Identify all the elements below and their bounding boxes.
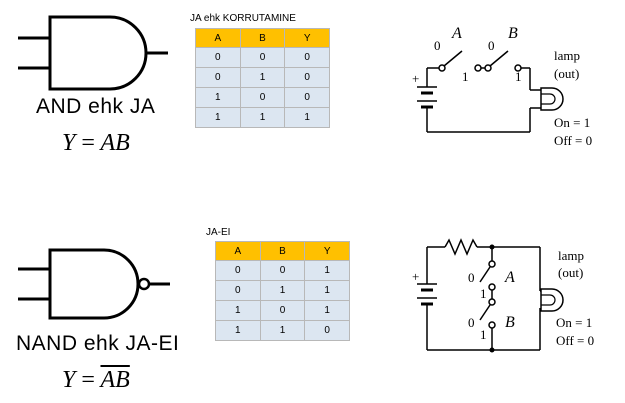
switch-a-pos-1: 1 xyxy=(462,69,469,84)
inverter-bubble xyxy=(137,277,151,291)
lamp-out-label: (out) xyxy=(558,265,583,280)
cell: 0 xyxy=(195,67,241,88)
cell: 0 xyxy=(259,300,306,321)
off-text: Off = 0 xyxy=(556,333,594,348)
off-text: Off = 0 xyxy=(554,133,592,148)
cell: 1 xyxy=(215,300,261,321)
cell: 1 xyxy=(304,280,350,301)
nand-formula: Y = AB xyxy=(62,367,130,393)
cell: 1 xyxy=(195,87,241,108)
switch-a-pos-0: 0 xyxy=(468,270,475,285)
switch-a-pos-0: 0 xyxy=(434,38,441,53)
cell: 0 xyxy=(284,67,330,88)
and-formula: Y = AB xyxy=(62,130,130,156)
and-gate-label: AND ehk JA xyxy=(36,95,156,118)
battery-plus: + xyxy=(412,71,419,86)
cell: 0 xyxy=(215,280,261,301)
and-table-title: JA ehk KORRUTAMINE xyxy=(190,13,296,24)
col-header-b: B xyxy=(259,241,306,261)
cell: 0 xyxy=(259,260,306,281)
col-header-y: Y xyxy=(304,241,350,261)
col-header-a: A xyxy=(195,28,241,48)
cell: 1 xyxy=(215,320,261,341)
cell: 0 xyxy=(215,260,261,281)
col-header-y: Y xyxy=(284,28,330,48)
switch-b-label: B xyxy=(505,314,515,331)
switch-b-pos-0: 0 xyxy=(488,38,495,53)
cell: 1 xyxy=(259,280,306,301)
lamp-icon xyxy=(540,288,564,312)
nand-gate-symbol xyxy=(18,248,170,320)
cell: 1 xyxy=(239,107,286,128)
nand-gate-label: NAND ehk JA-EI xyxy=(16,332,180,355)
cell: 0 xyxy=(284,87,330,108)
lamp-out-label: (out) xyxy=(554,66,579,81)
on-text: On = 1 xyxy=(556,315,592,330)
switch-a-pos-1: 1 xyxy=(480,286,487,301)
resistor-icon xyxy=(444,238,478,256)
cell: 0 xyxy=(239,87,286,108)
nand-table-title: JA-EI xyxy=(206,227,231,238)
col-header-a: A xyxy=(215,241,261,261)
cell: 1 xyxy=(239,67,286,88)
cell: 1 xyxy=(284,107,330,128)
switch-a-label: A xyxy=(504,269,515,286)
lamp-label: lamp xyxy=(558,248,584,263)
cell: 1 xyxy=(304,300,350,321)
lamp-icon xyxy=(540,87,564,111)
cell: 1 xyxy=(304,260,350,281)
cell: 0 xyxy=(239,47,286,68)
and-circuit-diagram: + 0 1 A 0 1 B lamp (out) On = 1 Off = 0 xyxy=(412,25,592,148)
switch-b-pos-1: 1 xyxy=(515,69,522,84)
cell: 1 xyxy=(259,320,306,341)
switch-b-label: B xyxy=(508,25,518,42)
col-header-b: B xyxy=(239,28,286,48)
lamp-label: lamp xyxy=(554,48,580,63)
nand-circuit-diagram: 0 1 A 0 1 B + lamp (out) On = 1 Off = 0 xyxy=(412,238,594,353)
cell: 0 xyxy=(195,47,241,68)
battery-plus: + xyxy=(412,269,419,284)
switch-b-pos-1: 1 xyxy=(480,327,487,342)
cell: 0 xyxy=(304,320,350,341)
and-gate-symbol xyxy=(18,15,168,91)
cell: 0 xyxy=(284,47,330,68)
on-text: On = 1 xyxy=(554,115,590,130)
switch-a-label: A xyxy=(451,25,462,42)
switch-b-pos-0: 0 xyxy=(468,315,475,330)
cell: 1 xyxy=(195,107,241,128)
